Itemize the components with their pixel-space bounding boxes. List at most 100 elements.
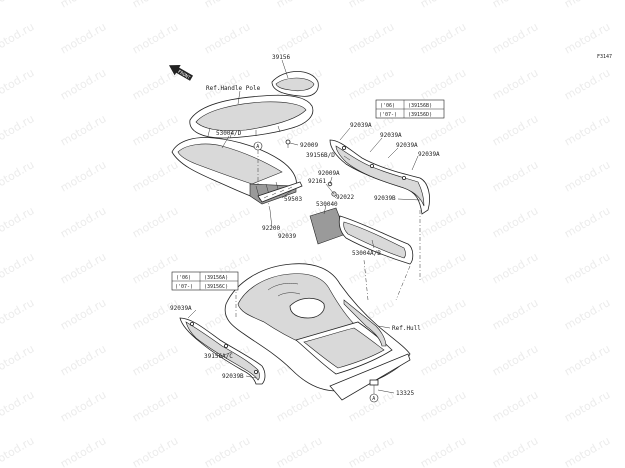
watermark-text: motod.ru bbox=[58, 296, 108, 332]
label-92009a: 92009A bbox=[318, 170, 340, 177]
watermark-text: motod.ru bbox=[418, 66, 468, 102]
watermark-text: motod.ru bbox=[0, 342, 36, 378]
side-rail-39156bd bbox=[329, 139, 430, 215]
watermark-text: motod.ru bbox=[130, 112, 180, 148]
watermark-text: motod.ru bbox=[562, 434, 612, 468]
label-53004d: 53004/D bbox=[216, 130, 242, 137]
watermark-text: motod.ru bbox=[490, 434, 540, 468]
callout-a-bottom-text: A bbox=[372, 396, 375, 402]
watermark-text: motod.ru bbox=[202, 388, 252, 424]
watermark-text: motod.ru bbox=[562, 112, 612, 148]
watermark-text: motod.ru bbox=[490, 204, 540, 240]
watermark-text: motod.ru bbox=[0, 66, 36, 102]
watermark-text: motod.ru bbox=[562, 250, 612, 286]
watermark-text: motod.ru bbox=[274, 434, 324, 468]
watermark-text: motod.ru bbox=[0, 296, 36, 332]
year-right-1: ('07-) bbox=[379, 112, 397, 118]
watermark-text: motod.ru bbox=[490, 158, 540, 194]
watermark-text: motod.ru bbox=[562, 342, 612, 378]
watermark-text: motod.ru bbox=[58, 204, 108, 240]
label-92039a-1: 92039A bbox=[350, 122, 372, 129]
watermark-text: motod.ru bbox=[58, 66, 108, 102]
watermark-text: motod.ru bbox=[418, 296, 468, 332]
watermark-text: motod.ru bbox=[274, 20, 324, 56]
watermark-text: motod.ru bbox=[58, 250, 108, 286]
watermark-text: motod.ru bbox=[202, 20, 252, 56]
year-left-part-1: (39156C) bbox=[204, 284, 228, 290]
callout-marker-a-bottom: A bbox=[369, 393, 379, 403]
hull-body bbox=[224, 263, 411, 401]
watermark-text: motod.ru bbox=[490, 296, 540, 332]
part-labels: 39156 Ref.Handle Pole 53004/D 92009 9203… bbox=[170, 54, 440, 397]
label-53004ab: 53004A/B bbox=[352, 250, 381, 257]
watermark-text: motod.ru bbox=[130, 342, 180, 378]
watermark-text: motod.ru bbox=[0, 158, 36, 194]
watermark-text: motod.ru bbox=[0, 112, 36, 148]
year-right-part-0: (39156B) bbox=[408, 103, 432, 109]
watermark-text: motod.ru bbox=[562, 0, 612, 11]
label-92039b-left: 92039B bbox=[222, 373, 244, 380]
watermark-text: motod.ru bbox=[274, 0, 324, 11]
watermark-text: motod.ru bbox=[490, 342, 540, 378]
watermark-text: motod.ru bbox=[58, 158, 108, 194]
watermark-text: motod.ru bbox=[130, 388, 180, 424]
label-13325: 13325 bbox=[396, 390, 414, 397]
label-92022: 92022 bbox=[336, 194, 354, 201]
watermark-text: motod.ru bbox=[58, 342, 108, 378]
label-39156: 39156 bbox=[272, 54, 290, 61]
watermark-text: motod.ru bbox=[130, 296, 180, 332]
side-rail-39156ac bbox=[179, 317, 266, 385]
watermark-text: motod.ru bbox=[418, 20, 468, 56]
label-39156ac: 39156A/C bbox=[204, 353, 233, 360]
watermark-text: motod.ru bbox=[418, 0, 468, 11]
watermark-text: motod.ru bbox=[130, 20, 180, 56]
watermark-text: motod.ru bbox=[274, 388, 324, 424]
watermark-text: motod.ru bbox=[130, 158, 180, 194]
watermark-text: motod.ru bbox=[202, 434, 252, 468]
label-ref-hull: Ref.Hull bbox=[392, 325, 421, 332]
watermark-text: motod.ru bbox=[418, 342, 468, 378]
diagram-code: F3147 bbox=[597, 54, 612, 60]
watermark-text: motod.ru bbox=[202, 0, 252, 11]
label-92161: 92161 bbox=[308, 178, 326, 185]
watermark-text: motod.ru bbox=[490, 388, 540, 424]
watermark-text: motod.ru bbox=[346, 0, 396, 11]
watermark-text: motod.ru bbox=[58, 112, 108, 148]
watermark-text: motod.ru bbox=[58, 20, 108, 56]
bolt-92009 bbox=[285, 139, 291, 148]
year-left-1: ('07-) bbox=[175, 284, 193, 290]
year-left-0: ('06) bbox=[176, 275, 191, 281]
screw-92009a bbox=[327, 181, 337, 197]
watermark-text: motod.ru bbox=[490, 112, 540, 148]
label-92039a-4: 92039A bbox=[418, 151, 440, 158]
label-92039a-2: 92039A bbox=[380, 132, 402, 139]
label-92039a-3: 92039A bbox=[396, 142, 418, 149]
watermark-text: motod.ru bbox=[418, 388, 468, 424]
leader-lines bbox=[187, 59, 421, 396]
watermark-text: motod.ru bbox=[562, 20, 612, 56]
watermark-text: motod.ru bbox=[0, 0, 36, 11]
grommet-13325 bbox=[369, 379, 379, 392]
watermark-text: motod.ru bbox=[418, 434, 468, 468]
watermark-text: motod.ru bbox=[418, 250, 468, 286]
label-92039: 92039 bbox=[278, 233, 296, 240]
watermark-text: motod.ru bbox=[346, 20, 396, 56]
watermark-text: motod.ru bbox=[562, 296, 612, 332]
watermark-text: motod.ru bbox=[130, 434, 180, 468]
watermark-text: motod.ru bbox=[490, 250, 540, 286]
label-92200: 92200 bbox=[262, 225, 280, 232]
label-59503: 59503 bbox=[284, 196, 302, 203]
label-92009-top: 92009 bbox=[300, 142, 318, 149]
watermark-text: motod.ru bbox=[346, 66, 396, 102]
callout-marker-a-top: A bbox=[253, 141, 263, 151]
watermark-text: motod.ru bbox=[130, 0, 180, 11]
label-ref-handle-pole: Ref.Handle Pole bbox=[206, 85, 261, 92]
watermark-text: motod.ru bbox=[0, 250, 36, 286]
year-right-0: ('06) bbox=[380, 103, 395, 109]
watermark-text: motod.ru bbox=[346, 388, 396, 424]
watermark-text: motod.ru bbox=[562, 66, 612, 102]
watermark-text: motod.ru bbox=[562, 158, 612, 194]
watermark-text: motod.ru bbox=[490, 20, 540, 56]
